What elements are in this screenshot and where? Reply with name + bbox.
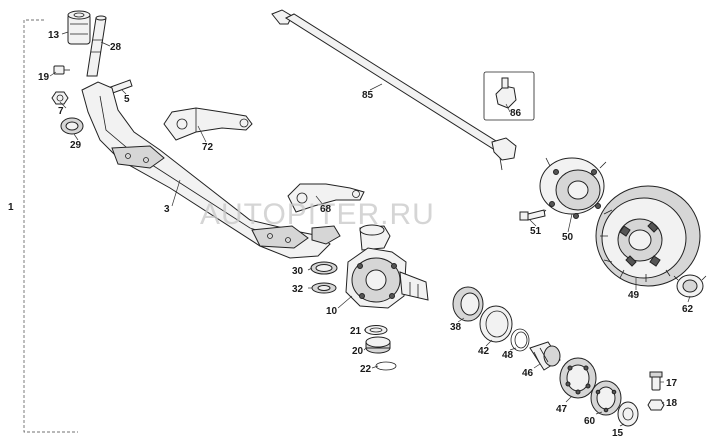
part-30-seal-ring xyxy=(310,261,338,275)
callout-47: 47 xyxy=(556,404,568,415)
callout-85: 85 xyxy=(362,90,374,101)
callout-19: 19 xyxy=(38,72,50,83)
part-42-ring xyxy=(479,305,513,343)
part-38-oil-seal xyxy=(452,286,484,322)
part-19-grease-fitting xyxy=(53,65,70,75)
part-15-washer xyxy=(617,401,639,427)
callout-3: 3 xyxy=(164,204,170,215)
callout-28: 28 xyxy=(110,42,122,53)
callout-50: 50 xyxy=(562,232,574,243)
leader-lines xyxy=(49,31,691,427)
callout-60: 60 xyxy=(584,416,596,427)
part-18-nut xyxy=(647,399,665,411)
part-7-nut xyxy=(51,91,69,105)
part-20-cap xyxy=(365,336,391,354)
part-49-brake-drum xyxy=(595,185,701,287)
part-86-ball-joint xyxy=(483,71,535,121)
callout-20: 20 xyxy=(352,346,364,357)
callout-13: 13 xyxy=(48,30,60,41)
part-32-thrust-washer xyxy=(311,282,337,294)
part-29-seal xyxy=(60,117,84,135)
part-72-steering-arm xyxy=(163,107,253,141)
callout-18: 18 xyxy=(666,398,678,409)
callout-17: 17 xyxy=(666,378,678,389)
callout-10: 10 xyxy=(326,306,338,317)
callout-51: 51 xyxy=(530,226,542,237)
callout-30: 30 xyxy=(292,266,304,277)
callout-5: 5 xyxy=(124,94,130,105)
part-28-kingpin xyxy=(86,15,107,77)
part-3-axle-beam xyxy=(81,81,331,259)
callout-38: 38 xyxy=(450,322,462,333)
callout-62: 62 xyxy=(682,304,694,315)
part-85-tie-rod xyxy=(271,9,517,171)
callout-46: 46 xyxy=(522,368,534,379)
part-17-bolt xyxy=(649,371,663,391)
part-10-steering-knuckle xyxy=(345,224,429,309)
callout-7: 7 xyxy=(58,106,64,117)
callout-49: 49 xyxy=(628,290,640,301)
part-51-wheel-bolt xyxy=(519,209,546,221)
callout-labels: 1 3 5 7 10 13 15 17 18 19 20 21 22 28 29… xyxy=(8,30,694,438)
callout-29: 29 xyxy=(70,140,82,151)
callout-15: 15 xyxy=(612,428,624,438)
callout-1: 1 xyxy=(8,202,14,213)
callout-48: 48 xyxy=(502,350,514,361)
callout-86: 86 xyxy=(510,108,522,119)
part-62-hub-cap xyxy=(673,274,707,298)
part-22-snap-ring xyxy=(375,361,397,371)
part-60-bearing xyxy=(590,380,622,416)
callout-32: 32 xyxy=(292,284,304,295)
assembly-bracket xyxy=(23,19,78,433)
part-48-spacer xyxy=(510,328,530,352)
watermark-text: AUTOPITER.RU xyxy=(200,198,435,231)
part-21-washer xyxy=(364,325,388,335)
part-46-inner-bearing xyxy=(529,341,561,371)
part-13-bushing xyxy=(67,10,91,45)
part-47-outer-bearing xyxy=(559,357,597,399)
part-68-tie-rod-arm xyxy=(287,183,365,245)
part-50-wheel-hub xyxy=(539,157,607,219)
callout-21: 21 xyxy=(350,326,362,337)
callout-68: 68 xyxy=(320,204,332,215)
callout-72: 72 xyxy=(202,142,214,153)
callout-22: 22 xyxy=(360,364,372,375)
callout-42: 42 xyxy=(478,346,490,357)
